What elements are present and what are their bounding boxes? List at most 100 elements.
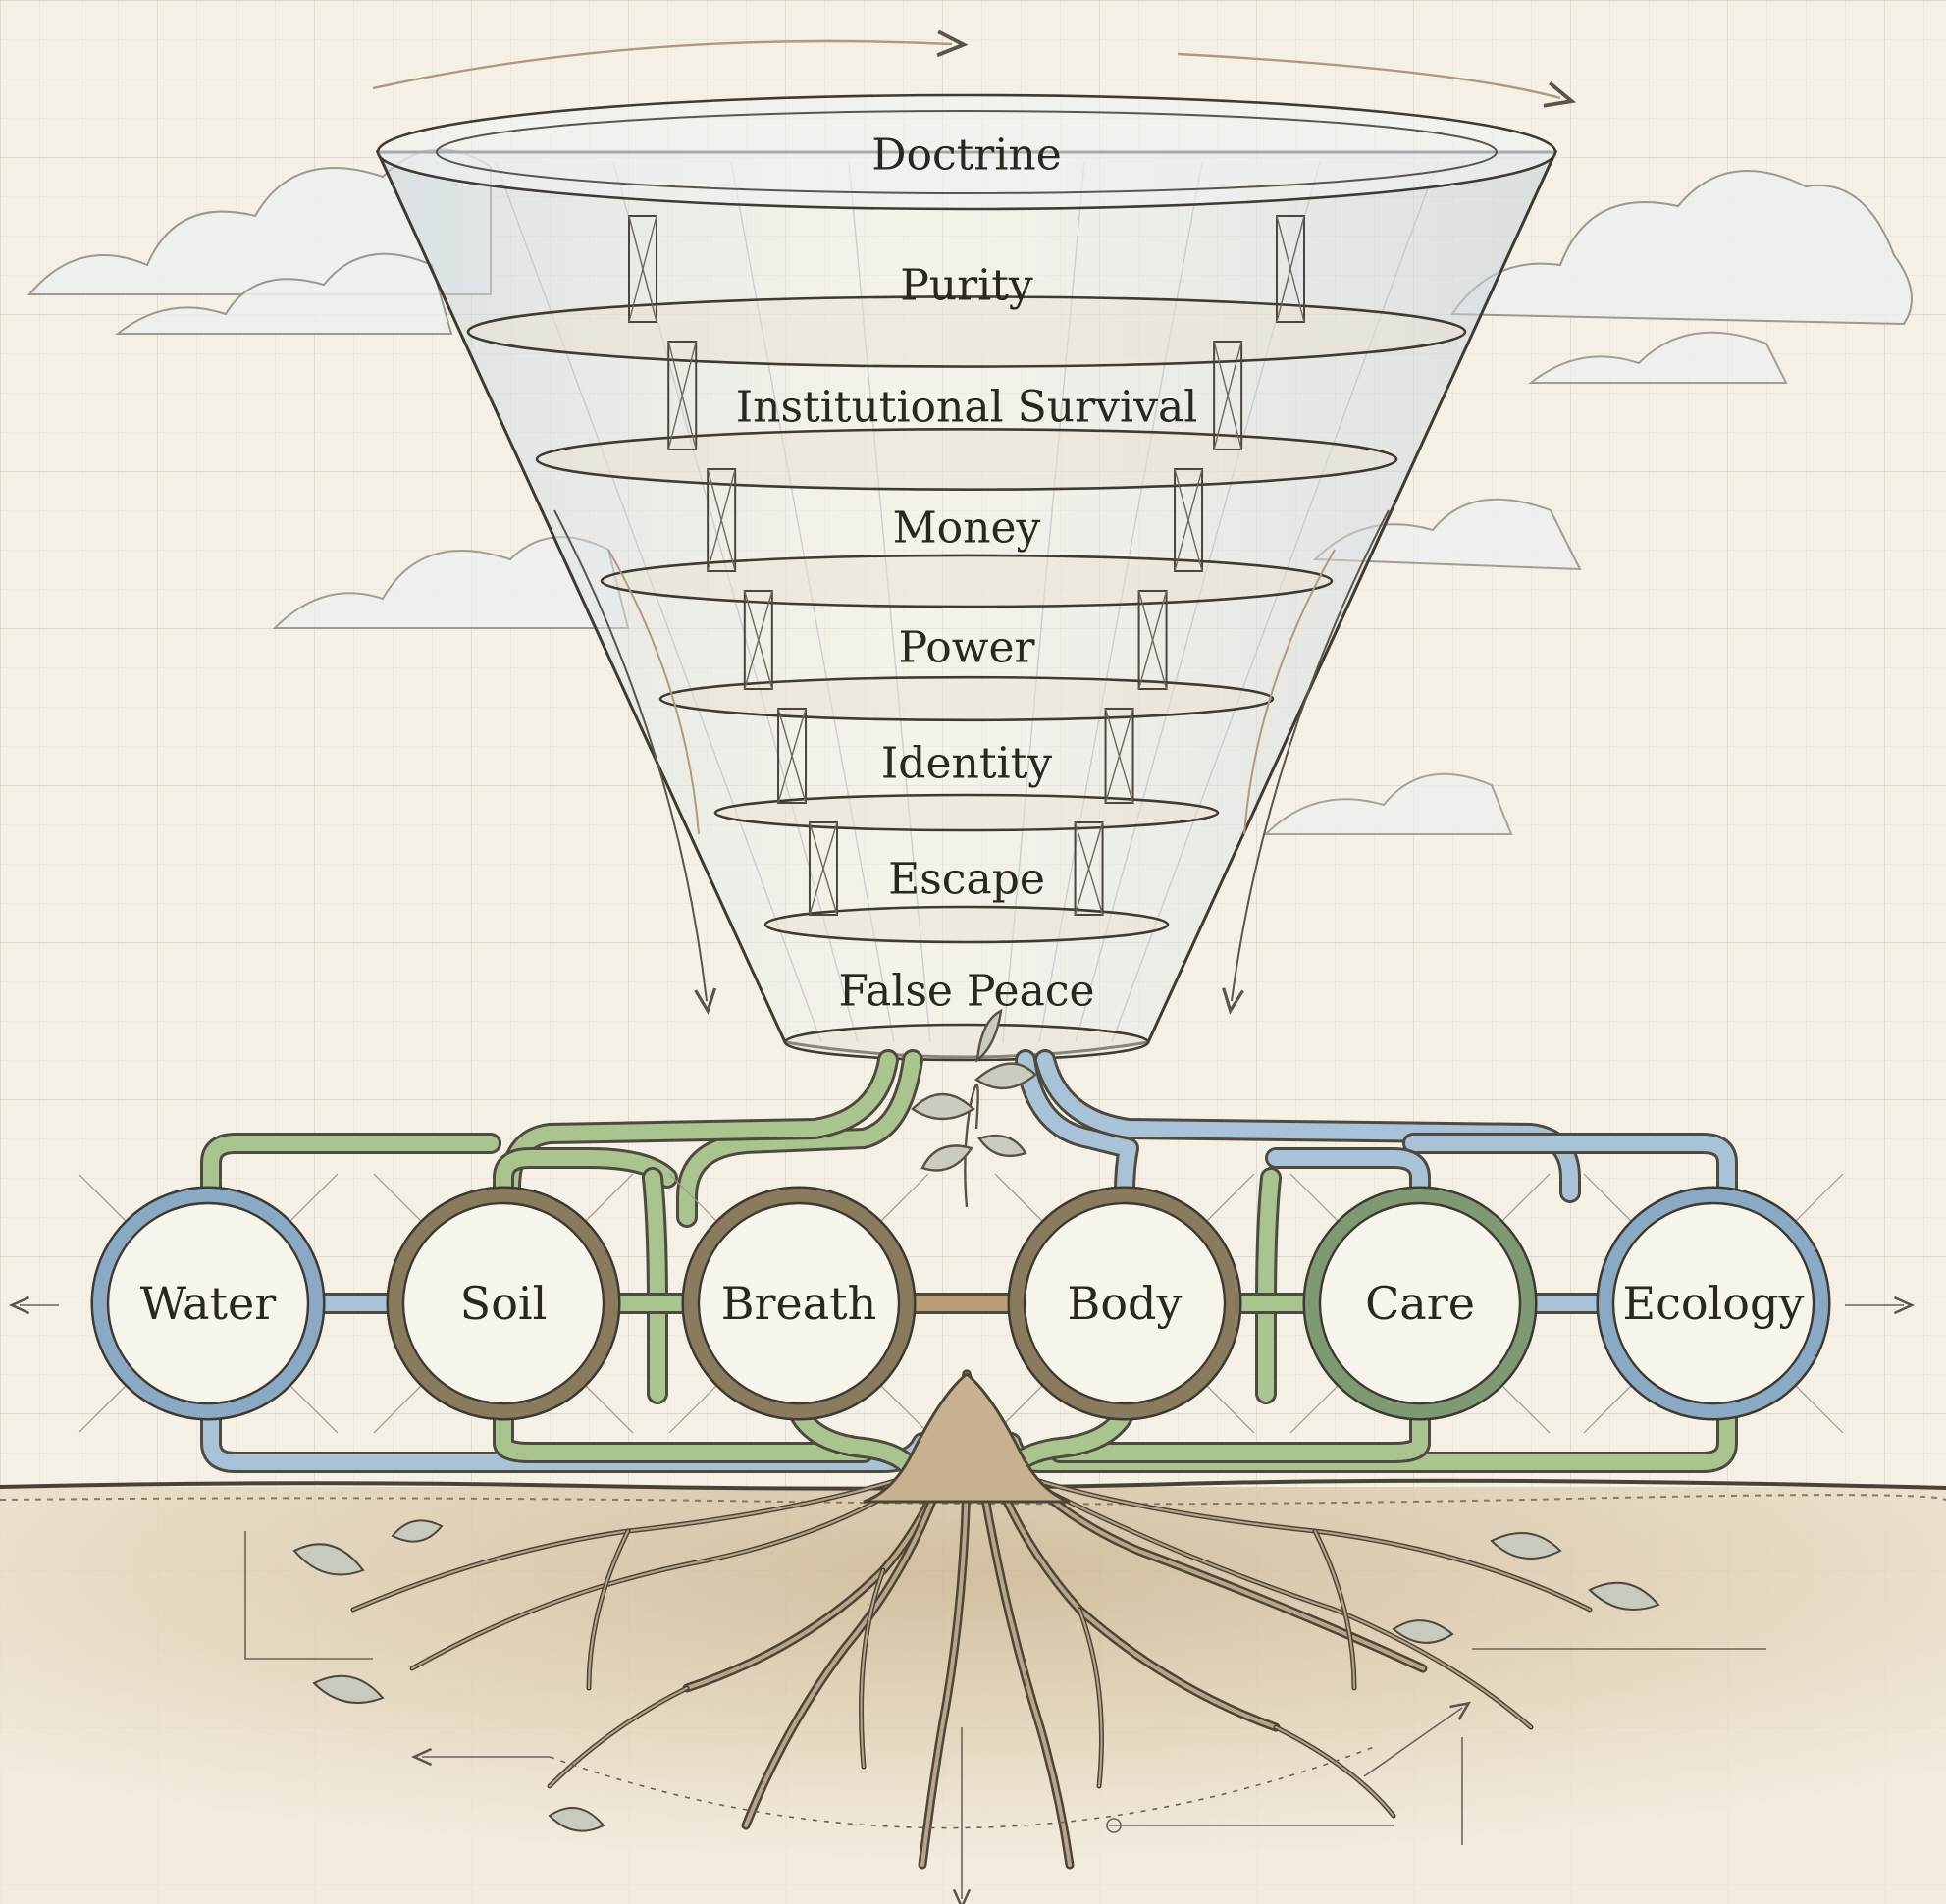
scaffold-brace xyxy=(667,341,697,450)
funnel-glass-line xyxy=(1038,161,1203,1043)
funnel-tier-ring xyxy=(600,554,1334,608)
pipe-top-rail xyxy=(203,1136,499,1200)
scaffold-brace xyxy=(809,821,838,916)
scaffold-brace xyxy=(707,468,736,572)
scaffold-strut xyxy=(808,821,838,916)
root-leaves-icon xyxy=(292,1519,1660,1832)
node-body: Body xyxy=(1067,1277,1183,1330)
construction-lines xyxy=(8,1296,1916,1904)
scaffold-strut xyxy=(707,468,737,572)
node-ring-color xyxy=(389,1189,618,1418)
sapling-icon xyxy=(911,1008,1037,1208)
funnel-layer-purity: Purity xyxy=(900,260,1033,311)
node-ring-outer xyxy=(1302,1186,1538,1421)
root-highlight xyxy=(1078,1609,1103,1787)
scaffold-brace xyxy=(1276,215,1305,323)
root-highlight xyxy=(860,1569,884,1768)
pipe-bottom-rail xyxy=(791,1405,920,1480)
funnel-layer-false-peace: False Peace xyxy=(838,966,1095,1017)
scaffold-strut xyxy=(1213,341,1243,450)
node-soil: Soil xyxy=(459,1277,548,1330)
node-ring-color xyxy=(684,1189,914,1418)
root-highlight xyxy=(1010,1471,1532,1728)
node-disc xyxy=(697,1201,901,1405)
funnel-glass-body xyxy=(375,150,1558,1059)
node-ring-outer xyxy=(1007,1186,1242,1421)
node-disc xyxy=(1318,1201,1522,1405)
downward-flow-arrows xyxy=(553,509,1390,1015)
pipe-bottom-rail xyxy=(496,1405,871,1460)
node-disc xyxy=(1023,1201,1227,1405)
funnel-glass-line xyxy=(495,161,822,1043)
node-ring-outer xyxy=(90,1186,326,1421)
scaffold-brace xyxy=(1174,468,1203,572)
node-ring-outer xyxy=(1596,1186,1831,1421)
pipe-top-rail xyxy=(1405,1136,1735,1200)
scaffold-brace xyxy=(1137,590,1168,690)
scaffold-strut xyxy=(1104,708,1134,804)
scaffold-strut xyxy=(1074,821,1104,916)
funnel-glass-line xyxy=(1111,161,1439,1043)
ground xyxy=(0,1478,1946,1904)
scaffold-brace xyxy=(744,590,773,690)
connection-pipes xyxy=(78,1049,1844,1483)
funnel-layer-money: Money xyxy=(892,502,1041,554)
funnel-tier-ring xyxy=(376,93,1557,211)
node-ring-color xyxy=(1599,1189,1828,1418)
scaffold-strut xyxy=(1137,590,1168,690)
funnel-glass-line xyxy=(848,161,931,1043)
node-water: Water xyxy=(139,1277,277,1330)
pipe-vertical xyxy=(645,1170,665,1402)
funnel-tier-ring xyxy=(763,905,1170,944)
funnel-glass-line xyxy=(612,161,859,1043)
scaffold-strut xyxy=(743,590,773,690)
cloud-icon xyxy=(26,148,1913,835)
node-disc xyxy=(1611,1201,1815,1405)
node-ring-color xyxy=(1305,1189,1535,1418)
scaffold-strut xyxy=(1276,215,1305,323)
funnel-layer-doctrine: Doctrine xyxy=(871,130,1062,181)
funnel-glass-line xyxy=(1002,161,1085,1043)
scaffold-brace xyxy=(628,215,657,323)
node-ecology: Ecology xyxy=(1622,1277,1805,1330)
root-highlight xyxy=(549,1687,688,1787)
node-ring-color xyxy=(93,1189,323,1418)
scaffold-brace xyxy=(777,708,807,804)
node-ring-color xyxy=(1010,1189,1239,1418)
funnel-glass-line xyxy=(1075,161,1321,1043)
root-highlight xyxy=(411,1471,923,1669)
root-highlight xyxy=(588,1530,629,1689)
funnel xyxy=(375,93,1558,1062)
node-disc xyxy=(106,1201,310,1405)
node-disc xyxy=(401,1201,605,1405)
funnel-tier-ring xyxy=(713,793,1220,832)
funnel-layer-institutional-survival: Institutional Survival xyxy=(735,382,1198,433)
scaffold-brace xyxy=(1104,708,1134,804)
rotation-arrow-icon xyxy=(372,29,1577,108)
funnel-rim-inner xyxy=(436,110,1498,194)
funnel-tier-ring xyxy=(535,428,1398,491)
trunk-base xyxy=(863,1372,1071,1504)
node-ring-outer xyxy=(681,1186,917,1421)
pipe-vertical xyxy=(1258,1170,1279,1402)
pipe-blue-trunk xyxy=(1018,1052,1136,1200)
node-breath: Breath xyxy=(720,1277,877,1330)
funnel-tier-ring xyxy=(658,675,1275,722)
funnel-layer-identity: Identity xyxy=(880,738,1053,789)
scaffold-brace xyxy=(1213,341,1242,450)
scaffold-strut xyxy=(667,341,698,450)
node-ring-outer xyxy=(386,1186,621,1421)
root-highlight xyxy=(1314,1530,1355,1689)
scaffold-strut xyxy=(777,708,808,804)
funnel-layer-escape: Escape xyxy=(888,854,1045,905)
funnel-layer-power: Power xyxy=(898,622,1035,673)
pipe-blue-trunk xyxy=(1037,1052,1578,1200)
funnel-tier-ring xyxy=(783,1023,1150,1062)
node-care: Care xyxy=(1365,1277,1475,1330)
root-highlight xyxy=(1275,1726,1394,1817)
scaffold-brace xyxy=(1074,821,1104,916)
funnel-glass-line xyxy=(730,161,895,1043)
scaffold-strut xyxy=(1174,468,1204,572)
tree-roots xyxy=(350,1369,1593,1870)
